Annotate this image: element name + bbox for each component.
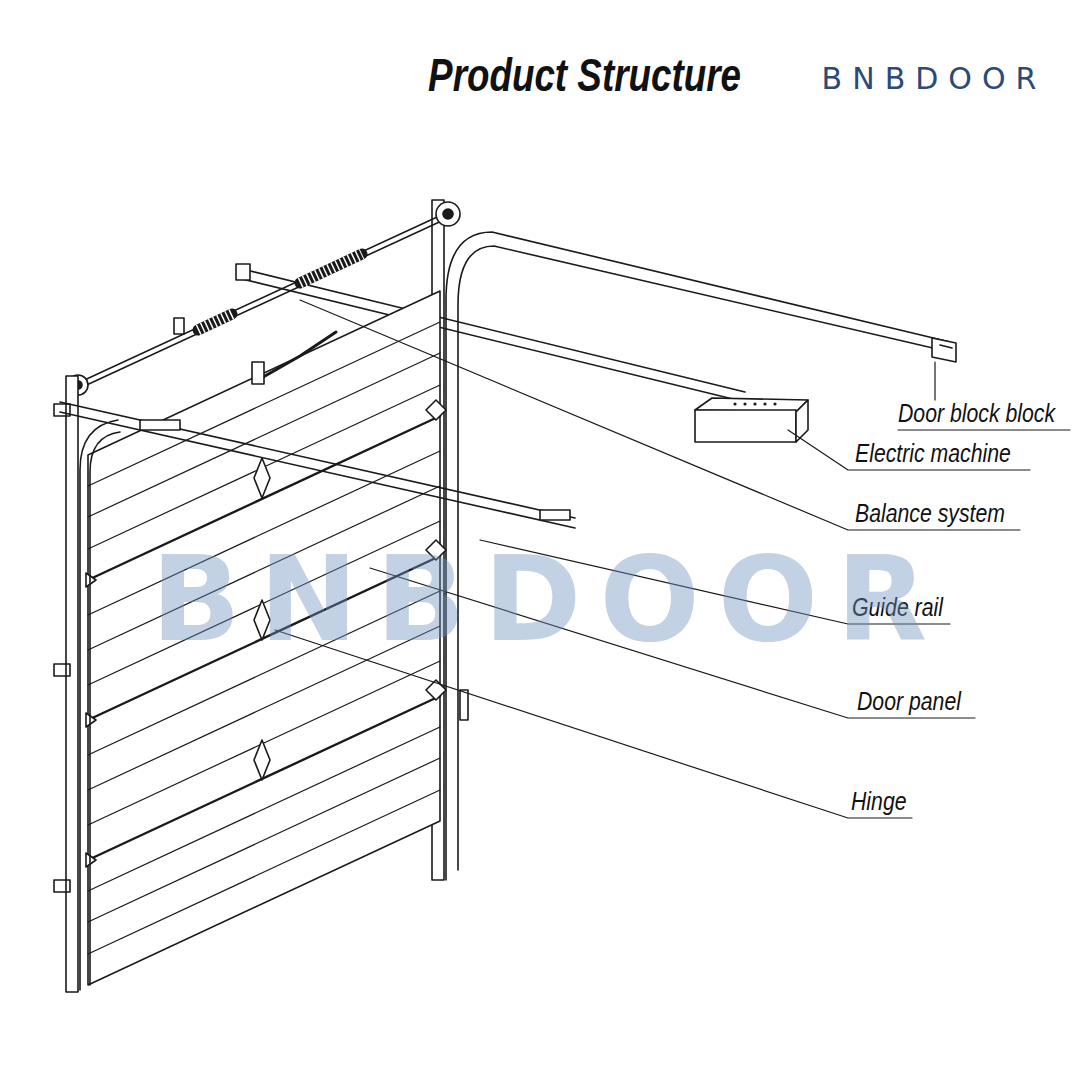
part-label: Door panel <box>857 687 961 716</box>
brand-logo-holder: BNBDOOR <box>822 61 1047 96</box>
rear-bracket <box>932 338 956 362</box>
part-label: Electric machine <box>855 439 1011 468</box>
part-label-holder: Door block block <box>898 399 1080 428</box>
part-label-holder: Balance system <box>855 499 1031 528</box>
title: Product Structure <box>428 48 741 102</box>
motor-unit <box>695 398 808 442</box>
part-label-holder: Hinge <box>851 787 916 816</box>
door-arm <box>252 332 336 384</box>
part-label: Hinge <box>851 787 907 816</box>
part-label: Balance system <box>855 499 1005 528</box>
brand-logo: BNBDOOR <box>822 61 1047 96</box>
left-track <box>54 376 575 992</box>
part-label: Door block block <box>898 399 1055 428</box>
watermark-holder: BNBDOOR <box>151 530 945 668</box>
part-label-holder: Door panel <box>857 687 979 716</box>
title-holder: Product Structure <box>389 48 780 102</box>
part-label-holder: Electric machine <box>855 439 1038 468</box>
watermark: BNBDOOR <box>151 530 945 668</box>
